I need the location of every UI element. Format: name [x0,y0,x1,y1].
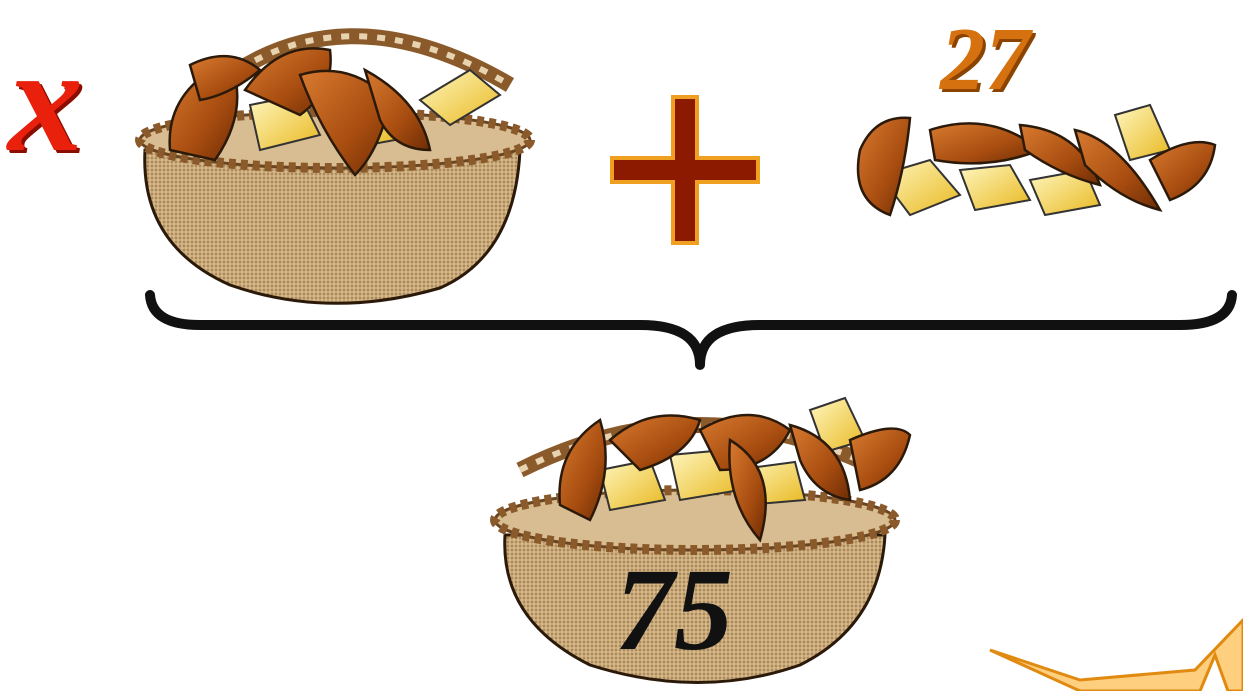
curly-brace [145,290,1237,370]
basket-total [490,396,912,684]
bread-pile-total [558,396,912,543]
basket-unknown [135,28,535,305]
plus-sign [610,95,760,245]
bread-pile-added [856,103,1217,217]
added-label: 27 [940,10,1030,109]
star-decoration [989,617,1243,691]
bread-pile-unknown [168,47,502,177]
total-label: 75 [615,544,733,675]
unknown-label: x [8,17,83,183]
